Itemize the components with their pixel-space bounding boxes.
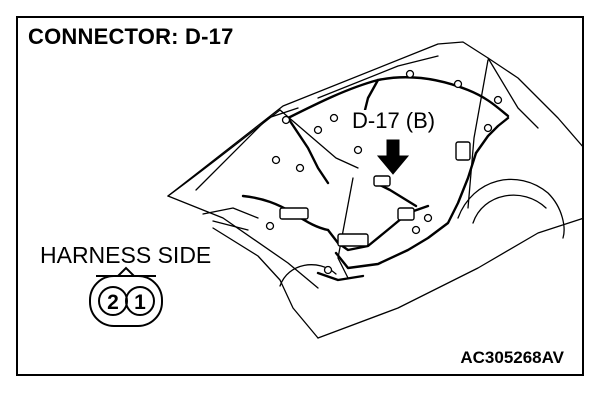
harness-side-connector	[89, 266, 163, 327]
car-hood	[167, 195, 319, 289]
harness-clip	[411, 225, 421, 235]
harness-rear	[474, 116, 510, 155]
a-pillar	[279, 109, 359, 169]
harness-roof	[286, 76, 510, 120]
harness-clip	[493, 95, 503, 105]
harness-clip	[483, 123, 493, 133]
page-title: CONNECTOR: D-17	[28, 24, 234, 49]
harness-clip	[453, 79, 463, 89]
door-line	[337, 177, 354, 279]
d17-connector	[373, 175, 391, 187]
harness-lower	[316, 271, 365, 282]
harness-to-d17	[376, 182, 418, 208]
harness-pillar	[286, 116, 330, 185]
rear-wheel-arch	[457, 178, 565, 239]
connector-callout-label: D-17 (B)	[350, 108, 438, 133]
harness-clip	[323, 265, 333, 275]
car-roof-outline	[167, 41, 582, 197]
harness-clip	[405, 69, 415, 79]
harness-side-label: HARNESS SIDE	[40, 242, 212, 268]
car-front-lower	[212, 227, 319, 339]
rear-wheel	[472, 194, 547, 224]
car-side-sill	[317, 217, 582, 339]
harness-connector-block	[279, 207, 309, 220]
b-pillar	[467, 59, 489, 209]
windshield-wiper-area	[202, 207, 259, 231]
harness-connector-block	[455, 141, 471, 161]
harness-connector-block	[397, 207, 415, 221]
vehicle-wiring-drawing	[89, 41, 582, 339]
harness-clip	[353, 145, 363, 155]
harness-clip	[265, 221, 275, 231]
d17-arrow	[376, 139, 410, 175]
harness-clip	[423, 213, 433, 223]
connector-pin	[98, 286, 128, 316]
harness-clip	[271, 155, 281, 165]
harness-clip	[313, 125, 323, 135]
harness-clip	[281, 115, 291, 125]
car-windshield	[167, 109, 281, 197]
diagram-frame: CONNECTOR: D-17 D-17 (B) HARNESS SIDE 2 …	[16, 16, 584, 376]
connector-pin	[125, 286, 155, 316]
harness-connector-block	[337, 233, 369, 247]
harness-floor	[334, 151, 478, 270]
rear-window	[487, 57, 539, 129]
roof-seam	[317, 55, 439, 99]
harness-clip	[295, 163, 305, 173]
windshield-lower	[195, 107, 299, 191]
harness-clip	[329, 113, 339, 123]
figure-id: AC305268AV	[460, 348, 564, 367]
